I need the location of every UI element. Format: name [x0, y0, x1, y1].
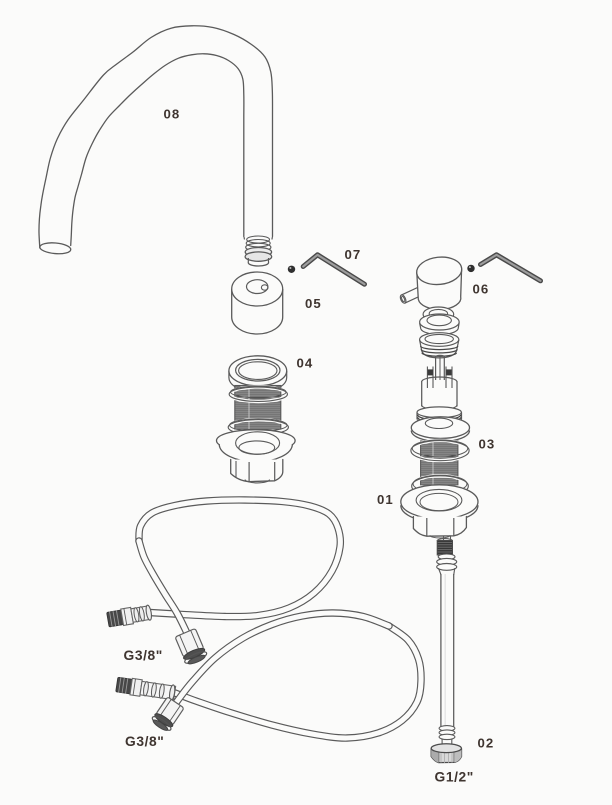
svg-text:03: 03 [479, 437, 496, 452]
svg-text:07: 07 [345, 247, 362, 262]
svg-text:08: 08 [164, 107, 181, 122]
svg-text:02: 02 [478, 736, 495, 751]
svg-text:G1/2": G1/2" [435, 770, 474, 785]
svg-text:G3/8": G3/8" [124, 648, 163, 663]
svg-text:04: 04 [297, 355, 314, 370]
svg-text:05: 05 [305, 296, 322, 311]
svg-text:G3/8": G3/8" [125, 734, 164, 749]
svg-text:06: 06 [473, 282, 490, 297]
svg-text:01: 01 [377, 492, 394, 507]
